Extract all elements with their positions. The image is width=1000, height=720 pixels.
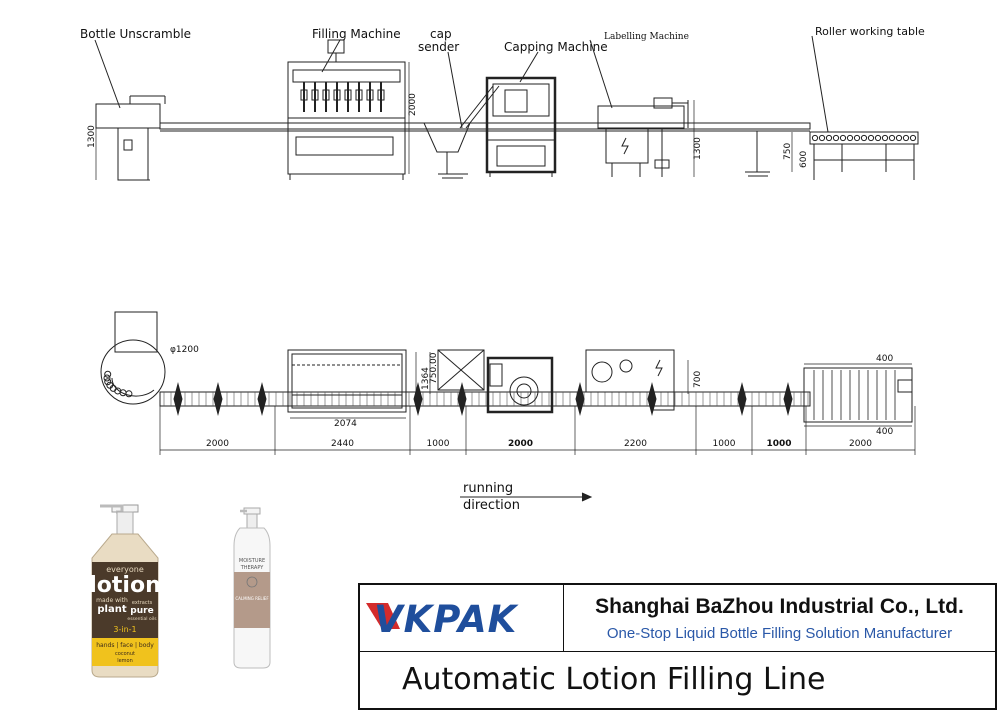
table-rollers <box>811 134 917 142</box>
bottle1-text-sub8: coconut <box>115 651 135 657</box>
segment-label-2: 1000 <box>427 439 450 449</box>
segment-label-1: 2440 <box>331 439 354 449</box>
bottle2-text-line1: MOISTURE <box>239 558 265 564</box>
segment-label-0: 2000 <box>206 439 229 449</box>
elev-conveyor-stand <box>745 131 770 177</box>
company-name: Shanghai BaZhou Industrial Co., Ltd. <box>595 595 964 618</box>
direction-labels: running direction <box>463 481 520 513</box>
bottle1-text-sub1: made with <box>96 597 128 604</box>
dim-1364: 1364 <box>421 367 431 390</box>
label-capping-machine: Capping Machine <box>504 40 608 54</box>
elev-capping-machine <box>485 76 557 177</box>
dim-2000-filler: 2000 <box>408 93 418 116</box>
segment-label-3: 2000 <box>508 439 533 449</box>
product-bottle-moisture: MOISTURE THERAPY CALMING RELIEF <box>233 507 271 669</box>
bottle1-text-top: everyone <box>106 565 144 574</box>
plan-cap-sender <box>437 349 485 391</box>
plan-labelling-machine <box>585 349 675 411</box>
bottle1-text-sub5: essential oils <box>127 616 157 622</box>
elev-bottle-unscrambler <box>95 95 166 181</box>
plan-output-table <box>803 367 913 423</box>
elevation-labels: Bottle Unscramble Filling Machine cap se… <box>80 25 925 168</box>
dim-700: 700 <box>693 371 703 388</box>
elev-roller-table <box>809 131 919 180</box>
bottle1-text-sub3: extracts <box>132 600 153 606</box>
plan-capping-machine <box>486 356 554 414</box>
dim-1300-unscrambler: 1300 <box>87 125 97 148</box>
dim-phi1200: φ1200 <box>170 345 199 355</box>
segment-label-5: 1000 <box>713 439 736 449</box>
drawing-title: Automatic Lotion Filling Line <box>402 662 826 697</box>
label-labelling-machine: Labelling Machine <box>604 32 689 42</box>
label-roller-working-table: Roller working table <box>815 25 925 38</box>
plan-conveyor <box>159 391 811 407</box>
elevation-view <box>94 35 919 181</box>
plan-filling-machine <box>287 349 407 413</box>
dim-750: 750 <box>783 143 793 160</box>
bottle1-text-sub9: lemon <box>117 658 133 664</box>
dim-2074: 2074 <box>334 419 357 429</box>
label-running: running <box>463 481 513 496</box>
bottle1-text-sub7: hands | face | body <box>96 642 154 649</box>
label-sender: sender <box>418 40 459 54</box>
company-cell: Shanghai BaZhou Industrial Co., Ltd. One… <box>564 585 995 651</box>
company-tagline: One-Stop Liquid Bottle Filling Solution … <box>606 625 953 642</box>
bottle1-text-big: lotion <box>89 573 161 598</box>
segment-label-4: 2200 <box>624 439 647 449</box>
dim-600: 600 <box>799 151 809 168</box>
logo-text: VKPAK <box>374 598 519 641</box>
label-bottle-unscramble: Bottle Unscramble <box>80 27 191 41</box>
vkpak-logo: VKPAK <box>366 598 519 641</box>
filling-nozzles <box>300 82 385 112</box>
title-block: VKPAK Shanghai BaZhou Industrial Co., Lt… <box>358 583 997 710</box>
segment-label-6: 1000 <box>766 439 791 449</box>
bottle2-text-line2: THERAPY <box>240 565 265 571</box>
segment-label-7: 2000 <box>849 439 872 449</box>
label-direction: direction <box>463 498 520 513</box>
elev-filling-machine <box>287 39 406 180</box>
dim-400-bottom: 400 <box>876 427 893 437</box>
bottle1-text-sub6: 3-in-1 <box>113 625 136 634</box>
elev-conveyor <box>159 122 811 130</box>
running-direction-arrow <box>460 492 593 502</box>
logo-cell: VKPAK <box>360 585 564 651</box>
title-row: Automatic Lotion Filling Line <box>360 651 995 708</box>
plan-dimension-ticks <box>159 406 916 455</box>
elev-labelling-machine <box>597 97 689 177</box>
bottle1-text-sub4: pure <box>130 606 153 616</box>
product-bottle-lotion: everyone lotion made with plant extracts… <box>89 504 161 678</box>
label-cap: cap <box>430 27 452 41</box>
dim-400-top: 400 <box>876 354 893 364</box>
plan-view <box>100 311 916 455</box>
dim-1300-labeller: 1300 <box>693 137 703 160</box>
label-filling-machine: Filling Machine <box>312 27 401 41</box>
bottle2-text-line3: CALMING RELIEF <box>235 596 269 601</box>
dim-750-plan: 750.00 <box>429 352 439 384</box>
plan-turntable <box>100 311 166 405</box>
plan-segment-labels: 2000 2440 1000 2000 2200 1000 1000 2000 <box>206 439 872 449</box>
bottle1-text-sub2: plant <box>97 604 126 615</box>
